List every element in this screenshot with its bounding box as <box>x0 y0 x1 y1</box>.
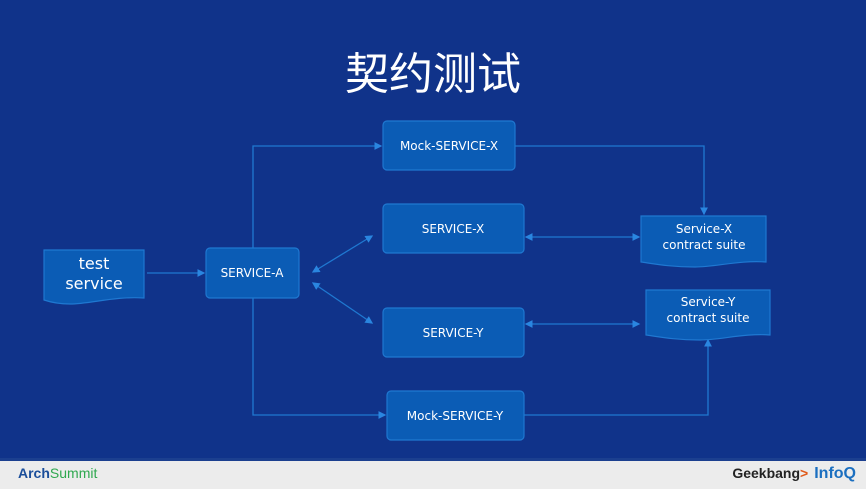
edge-mock-x-suite <box>515 145 708 216</box>
diagram: test service SERVICE-A Mock-SERVICE-X SE… <box>43 120 771 441</box>
service-y-suite-doc <box>645 289 771 341</box>
edge-a-y <box>311 282 374 324</box>
slide-title: 契约测试 <box>345 49 521 100</box>
archsummit-logo: ArchSummit <box>18 465 98 481</box>
footer: ArchSummit Geekbang>InfoQ <box>0 458 866 489</box>
test-service-label-2: service <box>65 274 122 293</box>
service-y-suite-label-2: contract suite <box>667 311 750 325</box>
edge-mock-y-suite <box>524 338 712 416</box>
mock-service-y-label[interactable]: Mock-SERVICE-Y <box>407 409 504 423</box>
service-y-box <box>382 307 525 358</box>
edge-a-to-mock-x <box>252 142 383 248</box>
service-x-label[interactable]: SERVICE-X <box>422 222 485 236</box>
service-x-suite-doc <box>640 215 767 268</box>
test-service-doc <box>43 249 145 305</box>
edge-a-to-mock-y <box>252 298 387 419</box>
service-y-label[interactable]: SERVICE-Y <box>423 326 484 340</box>
service-a-label[interactable]: SERVICE-A <box>221 266 285 280</box>
service-a-box <box>205 247 300 299</box>
mock-service-y-box <box>386 390 525 441</box>
service-x-box <box>382 203 525 254</box>
service-y-suite-label-1: Service-Y <box>681 295 736 309</box>
mock-service-x-box <box>382 120 516 171</box>
geekbang-infoq-logo: Geekbang>InfoQ <box>732 465 856 482</box>
edge-a-x <box>311 235 374 273</box>
service-x-suite-label-2: contract suite <box>663 238 746 252</box>
mock-service-x-label[interactable]: Mock-SERVICE-X <box>400 139 498 153</box>
test-service-label-1: test <box>79 254 110 273</box>
service-x-suite-label-1: Service-X <box>676 222 732 236</box>
